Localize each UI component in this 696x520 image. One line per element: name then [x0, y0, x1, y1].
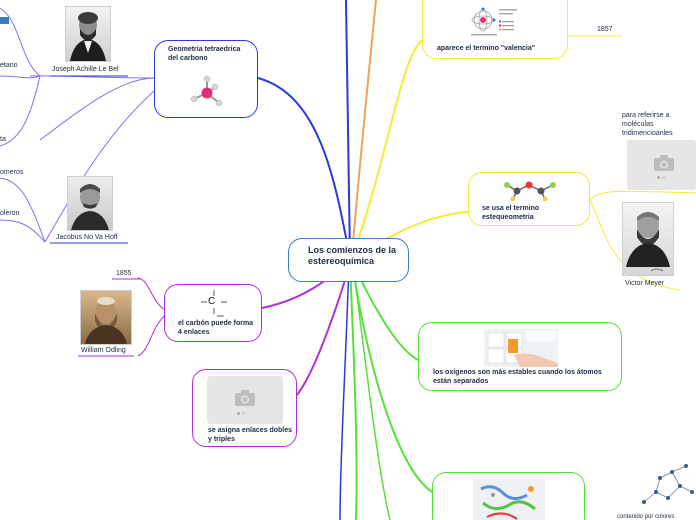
topic-carbon-label: el carbón puede forma 4 enlaces [178, 320, 254, 336]
topic-valencia[interactable]: aparece el termino "valencia" [422, 0, 568, 59]
atom-diagram-icon [471, 7, 517, 36]
topic-double-triple-bonds[interactable]: se asigna enlaces dobles y triples [192, 369, 297, 447]
topic-estereometria[interactable]: se usa el termino estequeometria [468, 172, 590, 226]
camera-icon [235, 390, 255, 406]
carbon-symbol: C [208, 296, 216, 307]
partial-image-edge [0, 17, 9, 24]
portrait-le-bel [65, 6, 111, 62]
protein-structure-image [473, 479, 545, 520]
topic-oxigenos-label: los oxígenos son más estables cuando los… [433, 369, 602, 385]
fragment-omeros: omeros [0, 169, 24, 176]
carbon-bonds-icon [201, 290, 227, 317]
person-name-van-t-hoff: Jacobus No Va Hoff [56, 234, 118, 241]
molecule-model-icon [504, 181, 556, 201]
year-1855: 1855 [116, 270, 132, 277]
fragment-etano: etano [0, 62, 18, 69]
topic-carbon-four-bonds[interactable]: C el carbón puede forma 4 enlaces [164, 284, 262, 342]
portrait-van-t-hoff [67, 176, 113, 231]
topic-tetrahedral-carbon[interactable]: Geometría tetraedrica del carbono [154, 40, 258, 118]
crystal-lattice-image [642, 464, 694, 504]
person-name-le-bel: Joseph Achille Le Bel [52, 66, 119, 73]
fragment-ta: ta [0, 136, 6, 143]
topic-enlaces-label: se asigna enlaces dobles y triples [208, 427, 293, 443]
topic-tetrahedral-label: Geometría tetraedrica del carbono [168, 46, 241, 62]
central-topic[interactable]: Los comienzos de la estereoquímica [288, 238, 409, 282]
fragment-bottom-caption: contenido por colores [617, 514, 675, 520]
central-topic-title: Los comienzos de la estereoquímica [308, 245, 397, 266]
topic-colored-content[interactable] [432, 472, 585, 520]
image-placeholder-right [627, 140, 696, 190]
person-name-william-odling: William Odling [81, 347, 126, 354]
topic-estereometria-label: se usa el termino estequeometria [482, 205, 540, 221]
topic-oxigenos[interactable]: los oxígenos son más estables cuando los… [418, 322, 622, 391]
portrait-victor-meyer [622, 202, 674, 276]
note-referirse: para referirse a moléculas tridimencioan… [622, 112, 673, 137]
topic-valencia-label: aparece el termino "valencia" [437, 45, 536, 52]
fragment-oleron: oleron [0, 210, 20, 217]
year-1857: 1857 [597, 26, 613, 33]
person-name-victor-meyer: Victor Meyer [625, 280, 665, 287]
image-placeholder-left [207, 376, 283, 424]
portrait-william-odling [80, 290, 132, 345]
tetrahedral-molecule-icon [190, 75, 223, 107]
camera-icon [654, 155, 674, 171]
element-card-image [484, 329, 558, 367]
